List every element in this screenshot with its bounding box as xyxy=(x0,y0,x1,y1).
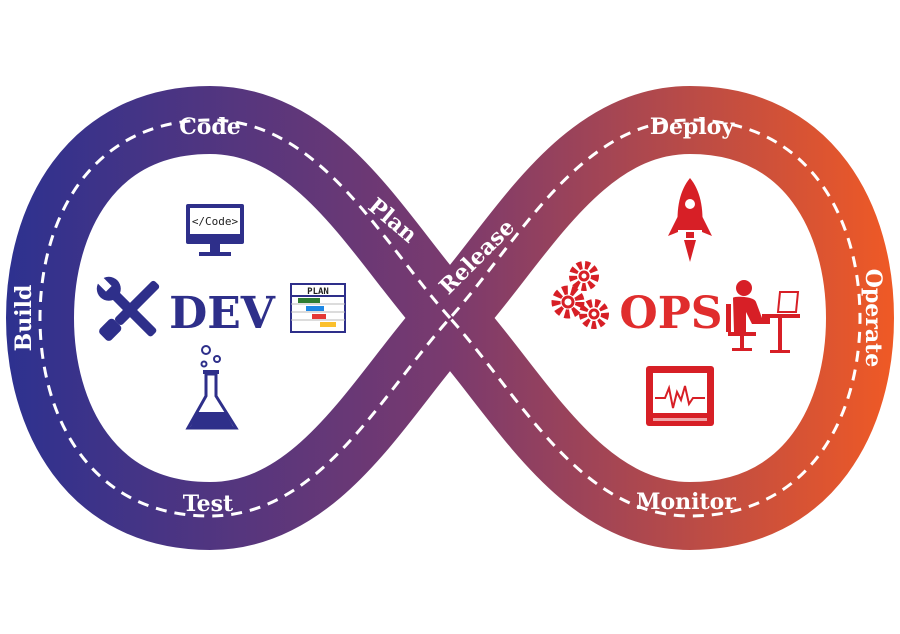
ops-title: OPS xyxy=(619,288,722,339)
stage-test: Test xyxy=(183,491,234,517)
plan-board-text: PLAN xyxy=(307,287,329,297)
rocket-icon xyxy=(668,178,712,262)
stage-monitor: Monitor xyxy=(636,489,736,515)
flask-icon xyxy=(185,345,239,430)
code-monitor-icon: </Code> xyxy=(186,204,244,256)
dev-title: DEV xyxy=(169,288,276,339)
stage-build: Build xyxy=(11,285,37,352)
stage-code: Code xyxy=(179,114,241,140)
stage-deploy: Deploy xyxy=(650,114,735,140)
gears-icon xyxy=(551,261,609,329)
worker-desk-icon xyxy=(726,280,800,353)
dashboard-signal-line xyxy=(655,384,705,409)
dashed-track xyxy=(38,118,862,518)
ops-section: OPS xyxy=(551,178,800,426)
plan-board-icon: PLAN xyxy=(290,283,346,333)
stage-operate: Operate xyxy=(860,269,886,368)
dashboard-monitor-icon xyxy=(646,366,714,426)
tools-icon xyxy=(96,276,160,341)
code-monitor-text: </Code> xyxy=(192,215,239,228)
dev-section: </Code> DEV PLAN xyxy=(96,204,346,430)
infinity-loop xyxy=(6,86,894,550)
